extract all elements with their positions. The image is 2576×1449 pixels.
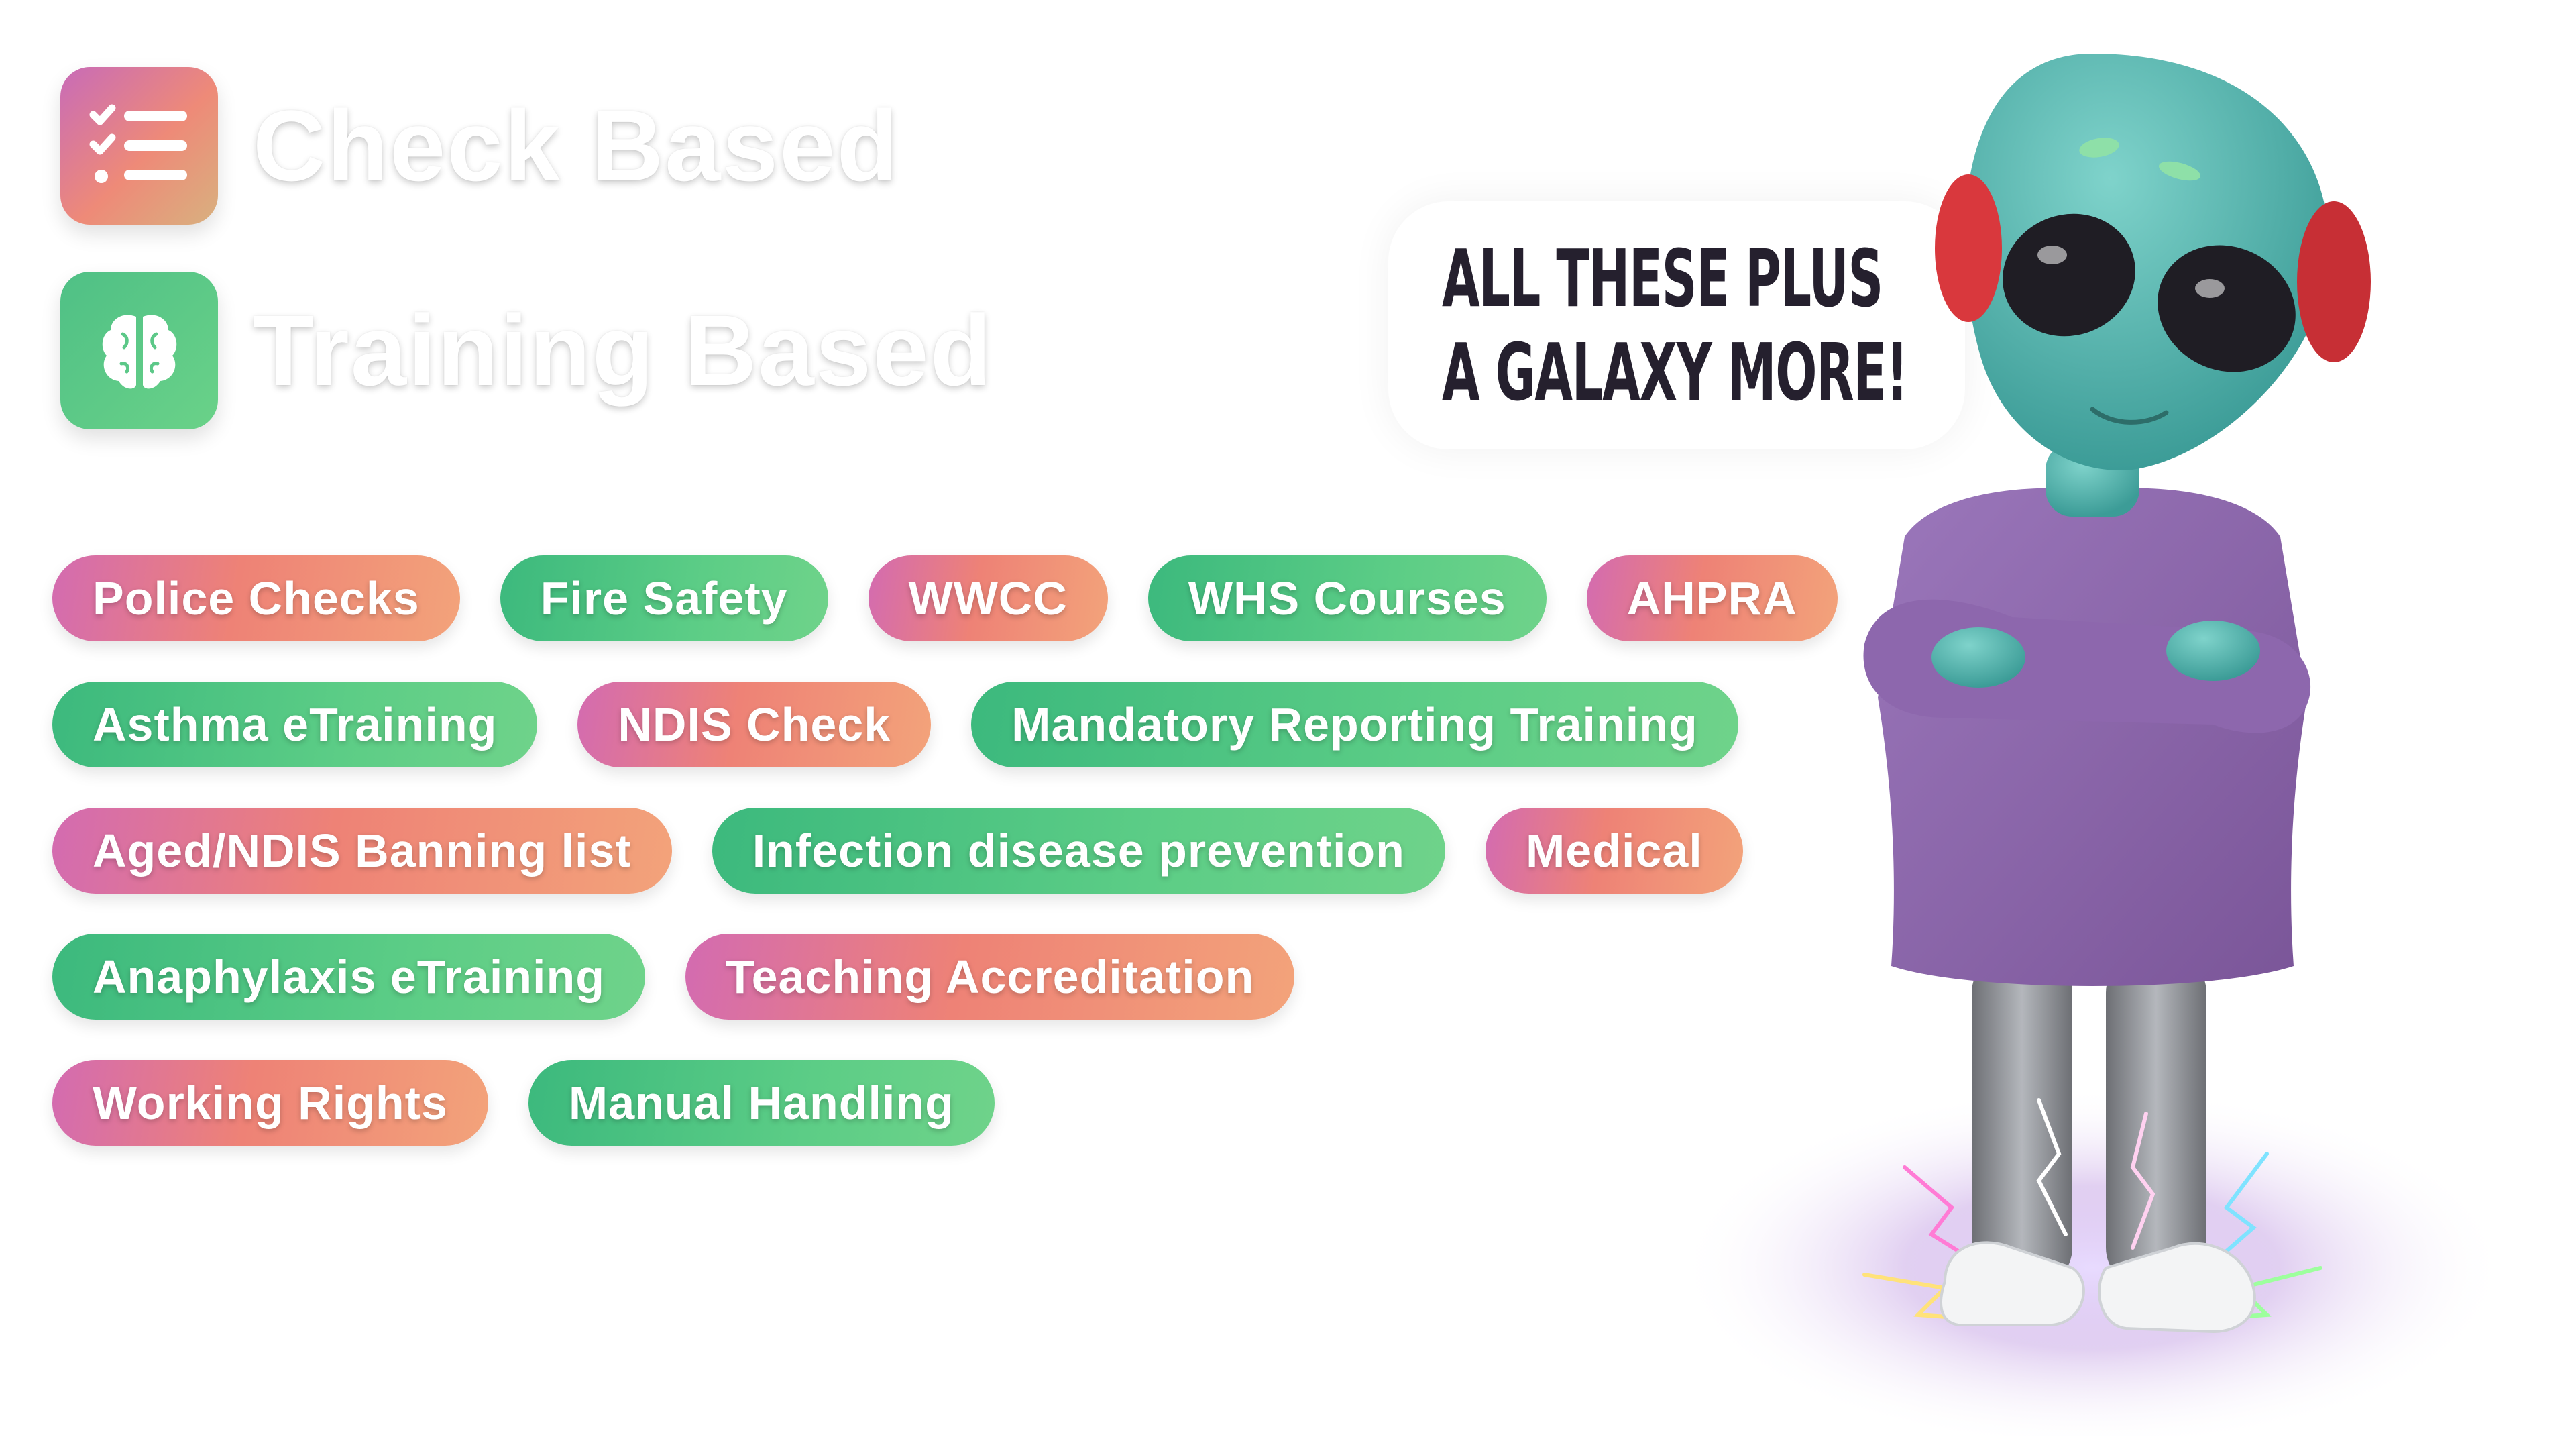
smile bbox=[2090, 407, 2169, 425]
speech-line-1: ALL THESE PLUS bbox=[1442, 232, 1883, 325]
headphone-left bbox=[1935, 174, 2002, 322]
left-shoe bbox=[1940, 1241, 2085, 1326]
tag-medical: Medical bbox=[1485, 808, 1743, 894]
brain-icon bbox=[60, 272, 218, 429]
right-leg bbox=[2106, 953, 2206, 1288]
legend-check-based: Check Based bbox=[60, 67, 899, 225]
tag-manual-handling: Manual Handling bbox=[528, 1060, 995, 1146]
tag-mandatory-reporting-training: Mandatory Reporting Training bbox=[971, 682, 1738, 767]
tag-row-2: Asthma eTraining NDIS Check Mandatory Re… bbox=[52, 682, 1738, 767]
left-leg bbox=[1972, 953, 2072, 1288]
tag-ahpra: AHPRA bbox=[1586, 555, 1838, 641]
hoodie bbox=[1878, 488, 2307, 986]
sparkle-glow bbox=[1677, 1087, 2508, 1436]
headphone-right bbox=[2297, 201, 2371, 362]
forehead-mark bbox=[2079, 138, 2119, 158]
tag-police-checks: Police Checks bbox=[52, 555, 460, 641]
tag-row-1: Police Checks Fire Safety WWCC WHS Cours… bbox=[52, 555, 1838, 641]
left-eye bbox=[2003, 213, 2135, 337]
left-hand bbox=[1931, 627, 2025, 688]
tag-row-5: Working Rights Manual Handling bbox=[52, 1060, 995, 1146]
legend-training-label: Training Based bbox=[253, 294, 993, 407]
speech-line-2: A GALAXY MORE! bbox=[1442, 326, 1908, 419]
forehead-mark-2 bbox=[2158, 161, 2201, 181]
legend-check-label: Check Based bbox=[253, 89, 900, 202]
alien-mascot-illustration bbox=[1677, 54, 2508, 1436]
tag-fire-safety: Fire Safety bbox=[500, 555, 828, 641]
tag-row-3: Aged/NDIS Banning list Infection disease… bbox=[52, 808, 1743, 894]
right-hand bbox=[2166, 621, 2260, 681]
tag-working-rights: Working Rights bbox=[52, 1060, 488, 1146]
tag-teaching-accreditation: Teaching Accreditation bbox=[685, 934, 1295, 1020]
tag-infection-disease-prevention: Infection disease prevention bbox=[712, 808, 1445, 894]
tag-row-4: Anaphylaxis eTraining Teaching Accredita… bbox=[52, 934, 1295, 1020]
right-eye bbox=[2158, 245, 2296, 372]
tag-asthma-etraining: Asthma eTraining bbox=[52, 682, 538, 767]
speech-bubble: ALL THESE PLUS A GALAXY MORE! bbox=[1388, 201, 1965, 449]
legend-training-based: Training Based bbox=[60, 272, 993, 429]
tag-anaphylaxis-etraining: Anaphylaxis eTraining bbox=[52, 934, 645, 1020]
checklist-icon bbox=[60, 67, 218, 225]
tag-aged-ndis-banning-list: Aged/NDIS Banning list bbox=[52, 808, 672, 894]
right-shoe bbox=[2098, 1242, 2256, 1334]
tag-ndis-check: NDIS Check bbox=[577, 682, 932, 767]
tag-whs-courses: WHS Courses bbox=[1147, 555, 1547, 641]
tag-wwcc: WWCC bbox=[868, 555, 1108, 641]
